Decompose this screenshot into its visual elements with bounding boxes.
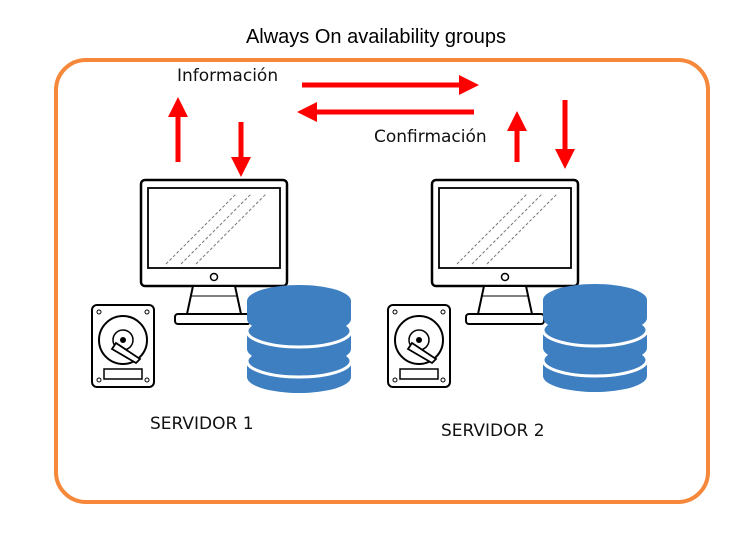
server1-label: SERVIDOR 1 [150,414,254,434]
database-icon [245,283,353,395]
diagram-title: Always On availability groups [245,26,507,48]
server2-label: SERVIDOR 2 [441,421,545,441]
database-icon [541,282,649,394]
info-label: Información [177,66,279,86]
hard-drive-icon [91,304,155,388]
availability-group-frame [54,58,710,504]
hard-drive-icon [387,304,451,388]
confirm-label: Confirmación [374,127,487,147]
